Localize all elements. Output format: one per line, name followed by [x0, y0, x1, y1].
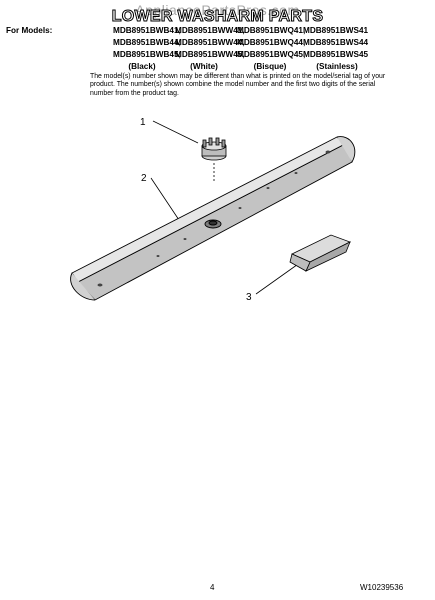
- callout-1: 1: [140, 117, 146, 128]
- models-lead-label: For Models:: [6, 26, 53, 35]
- bearing-part: [201, 137, 227, 161]
- document-number: W10239536: [360, 583, 404, 592]
- model-number: MDB8951BWS45: [303, 50, 369, 59]
- model-color-row: (Black) (White) (Bisque) (Stainless): [6, 61, 426, 73]
- callout-2: 2: [141, 173, 147, 184]
- page-title: LOWER WASHARM PARTS: [111, 8, 324, 26]
- color-label: (Black): [128, 62, 156, 71]
- model-number: MDB8951BWW41,: [175, 26, 245, 35]
- model-number: MDB8951BWQ45,: [237, 50, 306, 59]
- leader-line-2: [150, 177, 182, 224]
- model-number: MDB8951BWB41,: [113, 26, 181, 35]
- model-number: MDB8951BWB44,: [113, 38, 181, 47]
- model-number: MDB8951BWB45,: [113, 50, 181, 59]
- model-row: MDB8951BWB44, MDB8951BWW44, MDB8951BWQ44…: [6, 37, 426, 49]
- color-label: (Bisque): [253, 62, 287, 71]
- model-number: MDB8951BWQ44,: [237, 38, 306, 47]
- watermark: AppliancePartsPros.com: [135, 2, 300, 18]
- callout-3: 3: [246, 292, 252, 303]
- model-list: For Models: MDB8951BWB41, MDB8951BWW41, …: [6, 25, 426, 73]
- header: AppliancePartsPros.com LOWER WASHARM PAR…: [0, 2, 435, 26]
- model-number: MDB8951BWQ41,: [237, 26, 306, 35]
- model-number: MDB8951BWW44,: [175, 38, 245, 47]
- model-row: MDB8951BWB45, MDB8951BWW45, MDB8951BWQ45…: [6, 49, 426, 61]
- model-row: For Models: MDB8951BWB41, MDB8951BWW41, …: [6, 25, 426, 37]
- color-label: (Stainless): [316, 62, 358, 71]
- page-number: 4: [210, 583, 215, 592]
- model-number: MDB8951BWS44: [303, 38, 369, 47]
- model-number: MDB8951BWW45,: [175, 50, 245, 59]
- model-note: The model(s) number shown may be differe…: [90, 73, 386, 97]
- spray-arm-part: [70, 136, 356, 301]
- color-label: (White): [190, 62, 218, 71]
- deflector-part: [289, 234, 352, 272]
- leader-line-3: [255, 261, 302, 295]
- model-number: MDB8951BWS41: [303, 26, 369, 35]
- leader-line-1: [152, 120, 199, 144]
